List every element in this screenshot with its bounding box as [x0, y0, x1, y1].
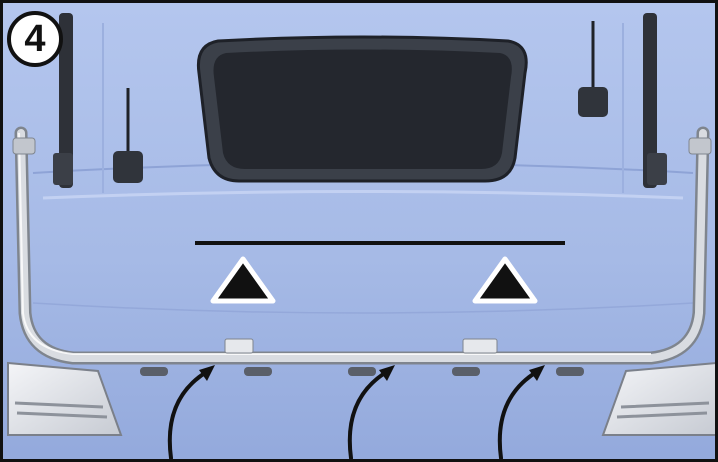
marker-lamp — [140, 367, 168, 376]
step-number-badge: 4 — [7, 11, 63, 67]
marker-lamp — [452, 367, 480, 376]
right-strap-bracket — [647, 153, 667, 185]
left-rail-fitting — [13, 138, 35, 154]
left-antenna-base — [113, 151, 143, 183]
marker-lamp — [244, 367, 272, 376]
rear-window-glass — [214, 50, 512, 170]
left-strap-bracket — [53, 153, 73, 185]
right-hinge — [463, 339, 497, 353]
marker-lamp — [556, 367, 584, 376]
right-antenna-base — [578, 87, 608, 117]
right-rail-fitting — [689, 138, 711, 154]
vehicle-rear-illustration — [3, 3, 718, 462]
left-hinge — [225, 339, 253, 353]
marker-lamp — [348, 367, 376, 376]
